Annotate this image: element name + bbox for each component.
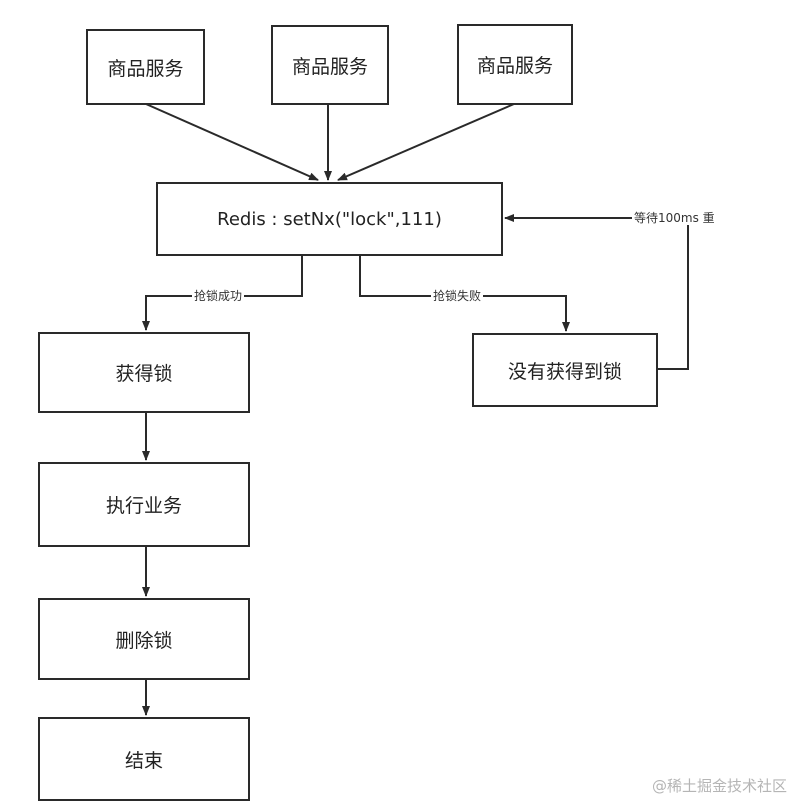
acquired-lock-box: 获得锁: [38, 332, 250, 413]
edge-label-success: 抢锁成功: [192, 289, 245, 303]
execute-business-box: 执行业务: [38, 462, 250, 547]
edge-label-retry: 等待100ms 重: [632, 211, 717, 225]
edge-service3-redis: [337, 103, 515, 181]
edge-label-fail: 抢锁失败: [431, 289, 484, 303]
edge-service1-redis: [145, 103, 319, 181]
watermark-text: @稀土掘金技术社区: [651, 777, 787, 795]
end-box: 结束: [38, 717, 250, 801]
service-box-2: 商品服务: [271, 25, 389, 105]
not-acquired-lock-box: 没有获得到锁: [472, 333, 658, 407]
service-box-1: 商品服务: [86, 29, 205, 105]
edge-retry-loop: [504, 214, 689, 370]
service-box-3: 商品服务: [457, 24, 573, 105]
delete-lock-box: 删除锁: [38, 598, 250, 680]
redis-setnx-box: Redis : setNx("lock",111): [156, 182, 503, 256]
